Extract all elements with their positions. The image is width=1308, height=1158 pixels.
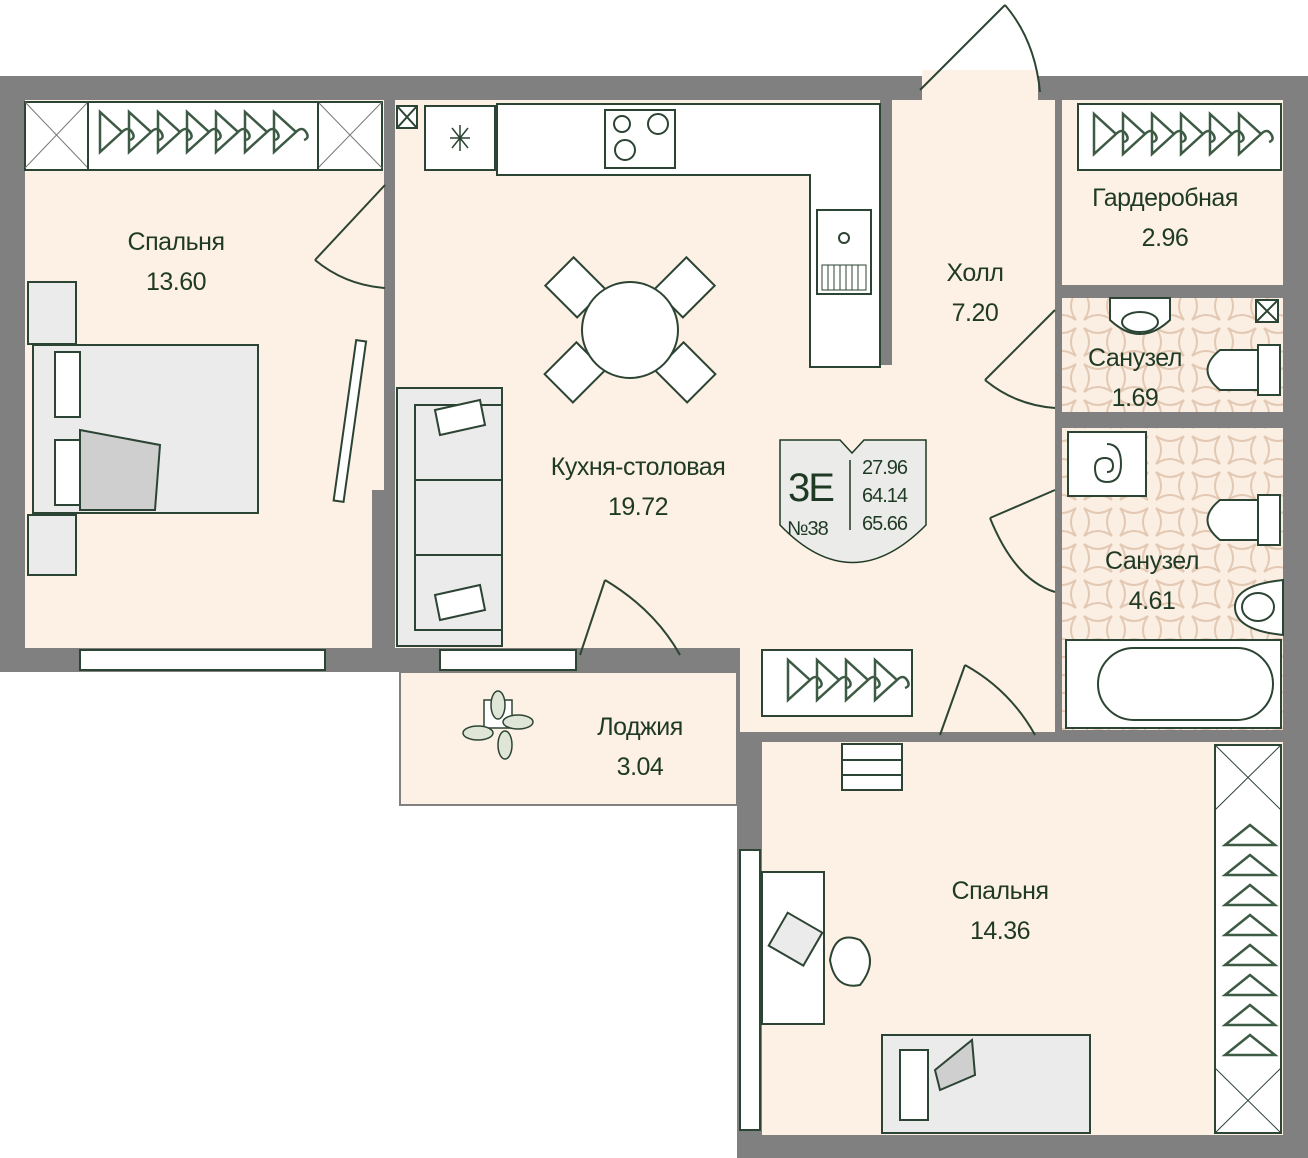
loggia-floor: [399, 671, 738, 806]
room-label-loggia: Лоджия 3.04: [597, 707, 683, 787]
room-area: 14.36: [969, 917, 1031, 945]
entrance-opening: [922, 70, 1038, 102]
apartment-badge: 3E №38 27.96 64.14 65.66: [778, 438, 926, 568]
vent-icon: [396, 105, 1279, 323]
room-name: Гардеробная: [1092, 184, 1238, 212]
washbasin: [1109, 297, 1171, 335]
room-label-bedroom-2: Спальня 14.36: [952, 871, 1049, 951]
kitchen-partition: [880, 100, 892, 365]
bathtub: [1065, 639, 1282, 729]
room-name: Спальня: [127, 228, 225, 256]
apartment-number: №38: [787, 518, 829, 540]
room-area: 13.60: [145, 268, 207, 296]
room-label-kitchen: Кухня-столовая 19.72: [550, 447, 726, 527]
doors: [314, 4, 1056, 736]
desk: [761, 871, 871, 1025]
cooktop: [604, 109, 676, 169]
kitchen-counter: [424, 103, 881, 368]
room-label-hall: Холл 7.20: [947, 253, 1004, 333]
plant-icon: [462, 690, 534, 760]
room-area: 19.72: [607, 493, 669, 521]
room-label-bathroom-2: Санузел 4.61: [1105, 541, 1199, 621]
room-area: 3.04: [616, 753, 664, 781]
room-area: 7.20: [951, 299, 999, 327]
double-bed: [27, 281, 259, 576]
toilet: [1206, 344, 1281, 546]
sofa: [396, 387, 503, 647]
room-area: 2.96: [1141, 224, 1189, 252]
chair: [841, 743, 903, 791]
room-name: Лоджия: [597, 713, 683, 741]
apartment-badge-shape: [779, 439, 927, 564]
apartment-areas: 27.96 64.14 65.66: [862, 454, 908, 538]
room-area: 1.69: [1111, 384, 1159, 412]
window: [79, 649, 326, 671]
washbasin: [1233, 578, 1284, 637]
room-label-bedroom-1: Спальня 13.60: [128, 222, 225, 302]
room-name: Спальня: [951, 877, 1049, 905]
dining-table: [543, 255, 717, 404]
room-area: 4.61: [1128, 587, 1176, 615]
room-label-bathroom-1: Санузел 1.69: [1088, 338, 1182, 418]
washing-machine: [1067, 431, 1147, 497]
room-name: Санузел: [1105, 547, 1199, 575]
total-area-with-loggia: 65.66: [862, 513, 908, 535]
tv-stand: [332, 338, 368, 504]
apartment-type: 3E: [788, 466, 835, 510]
room-label-wardrobe: Гардеробная 2.96: [1092, 178, 1238, 258]
single-bed: [881, 1034, 1091, 1134]
wardrobe-bedroom-2: [1214, 744, 1282, 1134]
room-name: Кухня-столовая: [550, 453, 726, 481]
room-name: Холл: [946, 259, 1004, 287]
kitchen-hall-floor: [395, 100, 1055, 648]
window: [439, 649, 577, 671]
room-name: Санузел: [1088, 344, 1182, 372]
living-area: 27.96: [862, 457, 908, 479]
window: [739, 849, 761, 1131]
total-area: 64.14: [862, 485, 908, 507]
